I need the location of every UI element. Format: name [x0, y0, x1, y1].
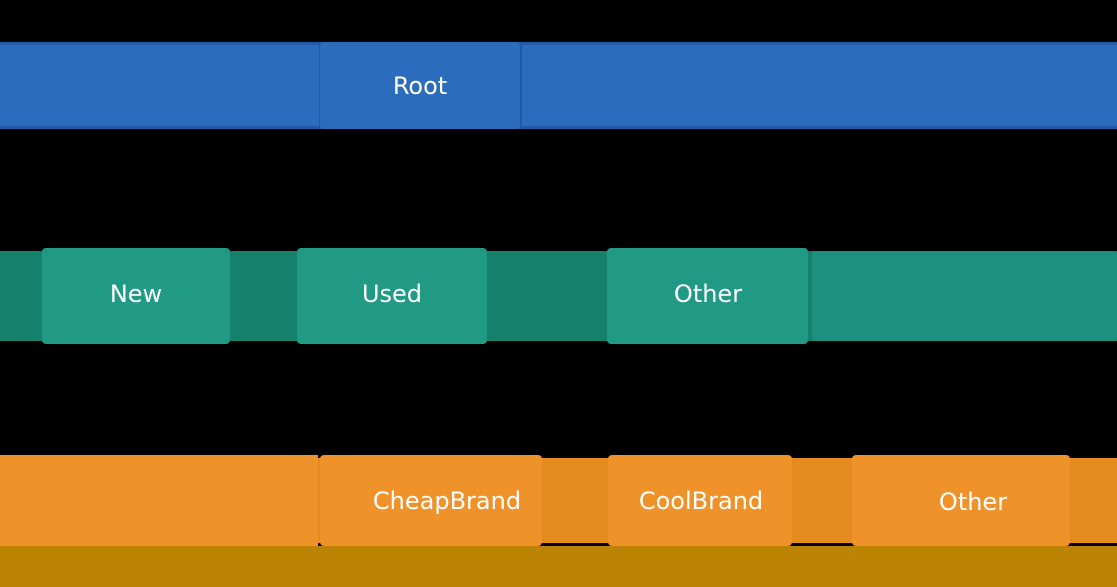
level1-extent-right: [812, 251, 1117, 341]
node-cheapbrand: [320, 455, 542, 546]
node-other-brand: [852, 455, 1070, 546]
coolbrand-label: CoolBrand: [638, 487, 764, 515]
baseline-strip: [0, 546, 1117, 587]
root-label: Root: [392, 72, 448, 100]
new-label: New: [109, 280, 163, 308]
node-coolbrand: [608, 455, 792, 546]
level0-extent-right: [522, 45, 1117, 126]
other-condition-label: Other: [673, 280, 743, 308]
other-brand-label: Other: [938, 488, 1008, 516]
node-new: [42, 248, 230, 344]
level0-extent-left: [0, 45, 319, 126]
level2-extent-left: [0, 455, 318, 546]
node-root: [320, 42, 520, 129]
used-label: Used: [361, 280, 423, 308]
node-used: [297, 248, 487, 344]
node-other-condition: [607, 248, 808, 344]
cheapbrand-label: CheapBrand: [372, 487, 522, 515]
